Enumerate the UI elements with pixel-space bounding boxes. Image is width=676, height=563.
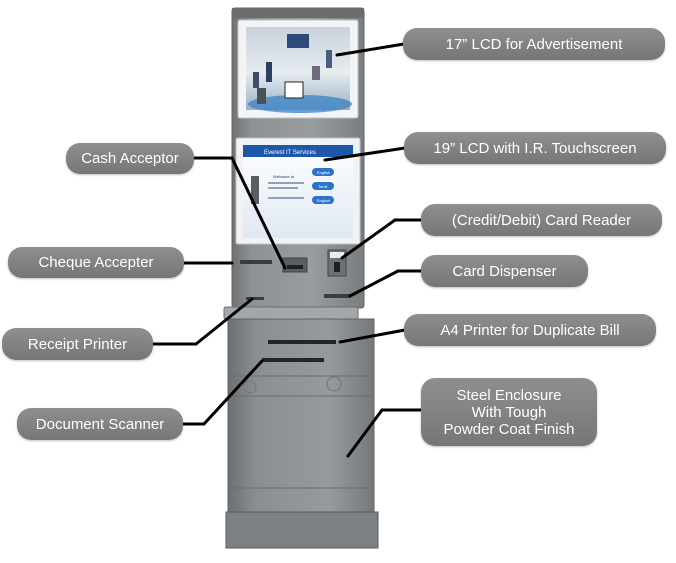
callout-line-lcd-touchscreen (323, 146, 407, 162)
ad-clock-tile (284, 81, 304, 99)
callout-line-lcd-advertisement (335, 42, 406, 57)
callout-line-steel-enclosure-2 (346, 408, 384, 458)
touchscreen-button-1 (312, 168, 334, 176)
callout-line-document-scanner-2 (202, 359, 264, 426)
touchscreen-button-1-text: English (317, 170, 330, 175)
touchscreen-mini-kiosk (251, 176, 259, 204)
callout-line-a4-printer (338, 328, 407, 344)
label-steel-enclosure: Steel Enclosure With Tough Powder Coat F… (421, 378, 597, 446)
label-lcd-touchscreen-text: 19” LCD with I.R. Touchscreen (433, 139, 637, 157)
ad-mini-kiosk (257, 88, 266, 104)
label-cheque-accepter-text: Cheque Accepter (38, 254, 154, 271)
label-card-dispenser-text: Card Dispenser (452, 262, 557, 280)
ad-person-2 (312, 66, 320, 80)
callout-lines (150, 42, 425, 458)
label-lcd-advertisement: 17” LCD for Advertisement (403, 28, 665, 60)
touchscreen-header-text: Everest IT Services (264, 150, 316, 156)
label-receipt-printer: Receipt Printer (2, 328, 153, 360)
kiosk-lower-body (227, 318, 375, 516)
label-lcd-advertisement-text: 17” LCD for Advertisement (445, 35, 623, 53)
touchscreen-text-line-2 (268, 187, 298, 189)
label-document-scanner: Document Scanner (17, 408, 183, 440)
touchscreen-button-3 (312, 196, 334, 204)
touchscreen-button-2 (312, 182, 334, 190)
ad-wall-screen (287, 34, 309, 48)
touchscreen-welcome-text: Welcome to (273, 174, 295, 179)
callout-line-card-reader-2 (340, 218, 397, 260)
ad-person-4 (253, 72, 259, 88)
kiosk-top-cap (232, 8, 364, 18)
card-reader-label (330, 252, 344, 258)
label-cash-acceptor-text: Cash Acceptor (81, 150, 179, 167)
receipt-slot (246, 297, 264, 300)
callout-line-receipt-printer-2 (194, 297, 254, 346)
kiosk-base (225, 511, 379, 549)
cash-acceptor-slot (287, 265, 303, 269)
label-lcd-touchscreen: 19” LCD with I.R. Touchscreen (404, 132, 666, 164)
label-receipt-printer-text: Receipt Printer (27, 335, 128, 353)
touchscreen-button-3-text: English (317, 198, 330, 203)
card-dispenser-slot (324, 294, 350, 298)
a4-printer-slot (268, 340, 336, 344)
kiosk: Everest IT Services Welcome to English T… (223, 7, 379, 549)
card-reader-slot (334, 262, 340, 272)
enclosure-vent-right (326, 376, 342, 392)
label-card-reader-text: (Credit/Debit) Card Reader (451, 211, 632, 229)
label-a4-printer: A4 Printer for Duplicate Bill (404, 314, 656, 346)
label-cash-acceptor: Cash Acceptor (66, 143, 194, 174)
enclosure-vent-left (243, 380, 257, 394)
label-card-reader: (Credit/Debit) Card Reader (421, 204, 662, 236)
label-cheque-accepter: Cheque Accepter (8, 247, 184, 278)
label-document-scanner-text: Document Scanner (35, 415, 165, 433)
label-steel-enclosure-line-2: With Tough (471, 403, 547, 421)
ad-person-3 (326, 50, 332, 68)
label-card-dispenser: Card Dispenser (421, 255, 588, 287)
kiosk-shelf (223, 306, 359, 320)
touchscreen-text-line-3 (268, 197, 304, 199)
label-steel-enclosure-line-1: Steel Enclosure (456, 386, 562, 404)
scanner-slot (262, 358, 324, 362)
touchscreen-button-2-text: Tamil (318, 184, 327, 189)
ad-floor-swoosh (248, 95, 352, 113)
label-steel-enclosure-line-3: Powder Coat Finish (443, 420, 575, 438)
cheque-slot (240, 260, 272, 264)
label-a4-printer-text: A4 Printer for Duplicate Bill (440, 321, 620, 339)
callout-line-cash-acceptor-2 (230, 156, 287, 270)
touchscreen-lcd-screen (243, 145, 353, 238)
ad-person-1 (266, 62, 272, 82)
touchscreen-header-bar (243, 145, 353, 157)
touchscreen-text-line-1 (268, 182, 304, 184)
callout-line-card-dispenser-2 (348, 269, 400, 298)
